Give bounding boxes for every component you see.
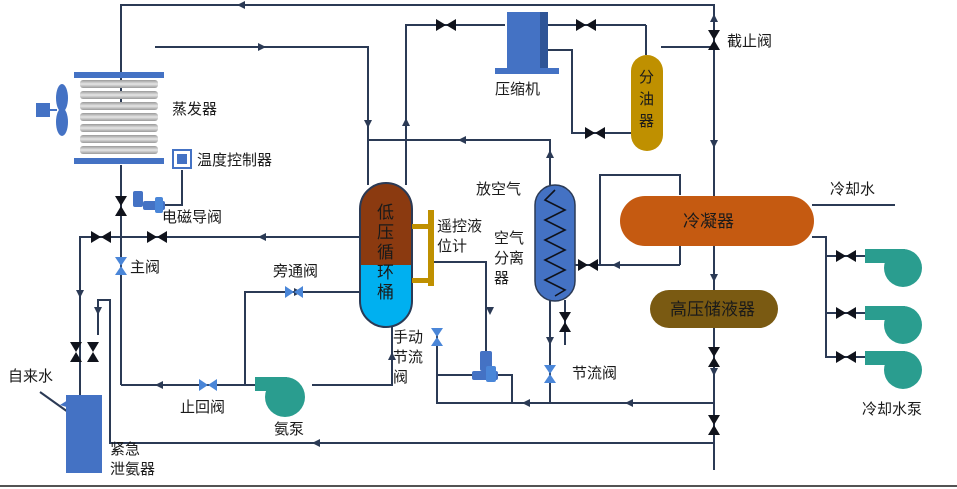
- cooling-water-pump-1: [865, 249, 922, 287]
- valves: [70, 19, 856, 435]
- air-separator-label-3: 器: [494, 269, 509, 287]
- valve-main-line-2: [147, 231, 167, 243]
- low-pressure-drum: [359, 182, 413, 328]
- drum-label-3: 循: [377, 243, 394, 263]
- valve-emergency-right: [87, 342, 99, 362]
- valve-emergency-left: [70, 342, 82, 362]
- oil-separator-label-1: 分: [639, 68, 654, 86]
- high-pressure-receiver: [650, 290, 778, 328]
- check-valve-label: 止回阀: [180, 398, 225, 416]
- cooling-water-pump-label: 冷却水泵: [862, 400, 922, 418]
- manual-throttle-label-1: 手动: [393, 328, 423, 346]
- throttle-solenoid-icon: [472, 351, 498, 382]
- condenser: [620, 196, 814, 246]
- valve-compressor-discharge: [576, 19, 596, 31]
- emergency-label-1: 紧急: [110, 440, 140, 458]
- manual-throttle-valve-icon: [431, 328, 443, 346]
- oil-separator: [631, 55, 663, 151]
- valve-oil-separator: [585, 127, 605, 139]
- drum-label-4: 环: [377, 263, 394, 283]
- ammonia-pump: [255, 377, 305, 417]
- oil-separator-label-2: 油: [639, 90, 654, 108]
- valve-compressor-suction: [436, 19, 456, 31]
- oil-separator-label-3: 器: [639, 112, 654, 130]
- throttle-valve-icon: [544, 365, 556, 383]
- bypass-valve-icon: [285, 286, 303, 298]
- valve-stop: [708, 30, 720, 50]
- compressor-label: 压缩机: [495, 80, 540, 98]
- valve-air-separator-outlet: [559, 312, 571, 332]
- valve-receiver-outlet: [708, 347, 720, 367]
- temperature-controller-icon: [172, 149, 192, 169]
- throttle-valve-label: 节流阀: [572, 364, 617, 382]
- solenoid-valve-icon: [133, 191, 165, 213]
- receiver-label: 高压储液器: [670, 300, 755, 320]
- cooling-water-pump-2: [865, 306, 922, 344]
- bypass-valve-label: 旁通阀: [273, 262, 318, 280]
- vent-air-label: 放空气: [476, 180, 521, 198]
- flow-arrows: [76, 1, 718, 447]
- main-valve-icon: [115, 257, 127, 275]
- evaporator-label: 蒸发器: [172, 100, 217, 118]
- level-gauge-label-1: 遥控液: [437, 217, 482, 235]
- manual-throttle-label-3: 阀: [393, 368, 408, 386]
- valve-cooling-pump-1: [836, 250, 856, 262]
- emergency-label-2: 泄氨器: [110, 460, 155, 478]
- valve-evaporator-solenoid: [115, 196, 127, 216]
- valve-main-line-1: [91, 231, 111, 243]
- compressor: [495, 12, 559, 74]
- valve-air-separator-inlet: [578, 259, 598, 271]
- manual-throttle-label-2: 节流: [393, 348, 423, 366]
- drum-label-5: 桶: [377, 283, 394, 303]
- solenoid-valve-label: 电磁导阀: [162, 208, 222, 226]
- level-gauge-label-2: 位计: [437, 237, 467, 255]
- main-valve-label: 主阀: [130, 258, 160, 276]
- condenser-label: 冷凝器: [683, 212, 734, 232]
- temperature-controller-label: 温度控制器: [197, 151, 272, 169]
- valve-cooling-pump-3: [836, 351, 856, 363]
- level-gauge: [412, 210, 434, 286]
- air-separator-label-1: 空气: [494, 229, 524, 247]
- emergency-ammonia-discharger: [60, 395, 102, 473]
- cooling-water-pump-3: [865, 351, 922, 389]
- check-valve-icon: [199, 379, 217, 391]
- tap-water-label: 自来水: [8, 367, 53, 385]
- stop-valve-label: 截止阀: [727, 32, 772, 50]
- valve-cooling-pump-2: [836, 307, 856, 319]
- fan-icon: [36, 84, 68, 136]
- ammonia-pump-label: 氨泵: [274, 420, 304, 438]
- air-separator-label-2: 分离: [494, 249, 524, 267]
- drum-label-2: 压: [377, 223, 394, 243]
- evaporator: [74, 72, 164, 164]
- drum-label-1: 低: [377, 203, 394, 223]
- valve-bottom-return: [708, 415, 720, 435]
- air-separator: [534, 184, 576, 302]
- blue-valves: [115, 257, 556, 391]
- cooling-water-label: 冷却水: [830, 180, 875, 198]
